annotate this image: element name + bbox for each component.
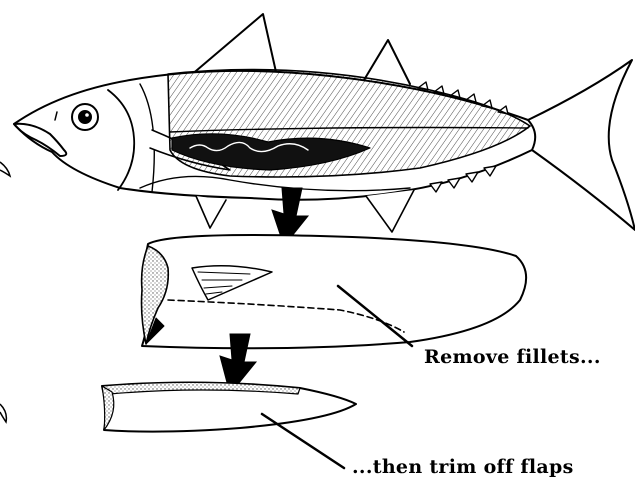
- left-edge-fragment-2: [0, 404, 6, 422]
- first-dorsal-fin: [190, 14, 276, 76]
- remove-fillets-label: Remove fillets...: [424, 346, 601, 368]
- pelvic-fin: [196, 196, 226, 228]
- tail-fin: [528, 60, 635, 230]
- trim-flaps-label: ...then trim off flaps: [352, 456, 574, 478]
- anal-fin: [366, 190, 414, 232]
- whole-fish: [14, 14, 635, 232]
- second-dorsal-fin: [364, 40, 410, 84]
- trimmed-fillet: [102, 382, 356, 431]
- fillet-outline: [142, 235, 526, 348]
- left-edge-fragment-1: [0, 162, 10, 176]
- fillet-with-flap: [142, 235, 527, 348]
- leader-line-trim: [262, 414, 344, 468]
